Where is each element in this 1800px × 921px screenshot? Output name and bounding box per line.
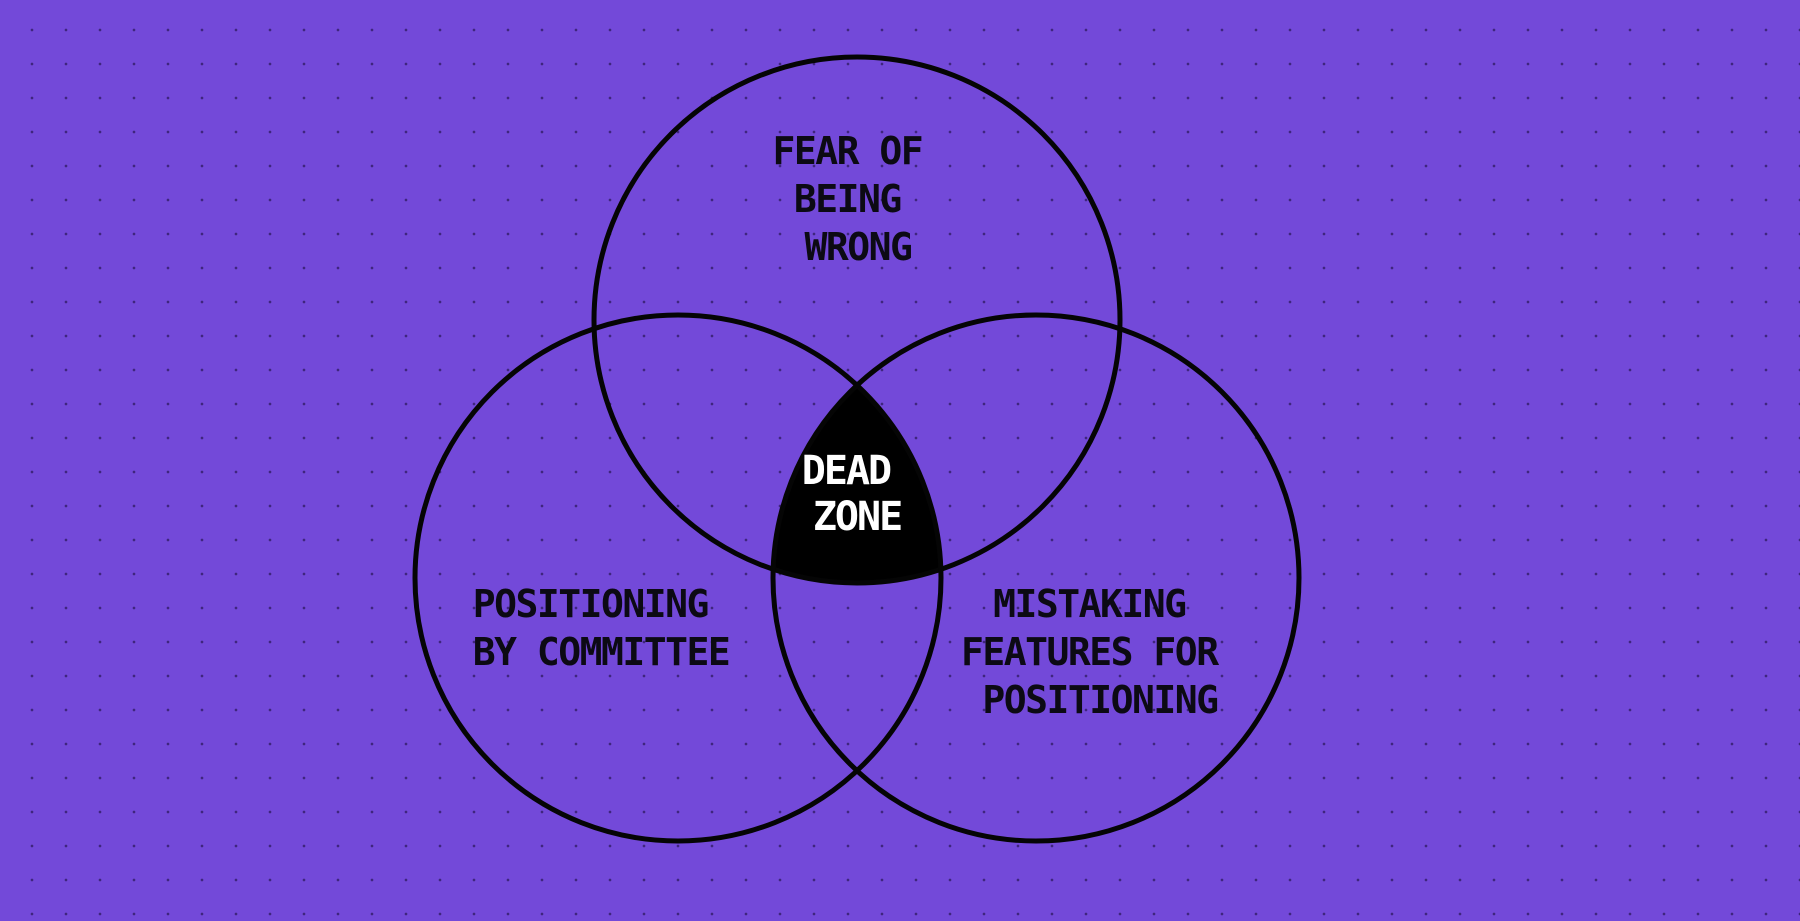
set-circle-mistaking-features bbox=[770, 312, 1302, 844]
dead-zone-region bbox=[773, 315, 941, 583]
label-line: BY COMMITTEE bbox=[473, 630, 730, 674]
label-line: POSITIONING bbox=[982, 678, 1217, 722]
label-line: POSITIONING bbox=[473, 582, 708, 626]
label-line: FEATURES FOR bbox=[961, 630, 1219, 674]
dead-zone-clip bbox=[773, 315, 941, 583]
set-circle-fear-of-being-wrong bbox=[591, 54, 1123, 586]
set-circle-positioning-by-committee bbox=[412, 312, 944, 844]
label-line: WRONG bbox=[805, 225, 912, 269]
label-line: ZONE bbox=[813, 494, 901, 540]
dead-zone-label: DEAD ZONE bbox=[802, 448, 912, 540]
label-line: FEAR OF bbox=[772, 129, 922, 173]
label-line: BEING bbox=[794, 177, 901, 221]
label-line: MISTAKING bbox=[993, 582, 1185, 626]
set-label-fear-of-being-wrong: FEAR OF BEING WRONG bbox=[772, 129, 943, 269]
label-line: DEAD bbox=[802, 448, 891, 494]
set-label-positioning-by-committee: POSITIONING BY COMMITTEE bbox=[473, 582, 730, 674]
set-label-mistaking-features: MISTAKING FEATURES FOR POSITIONING bbox=[961, 582, 1239, 722]
